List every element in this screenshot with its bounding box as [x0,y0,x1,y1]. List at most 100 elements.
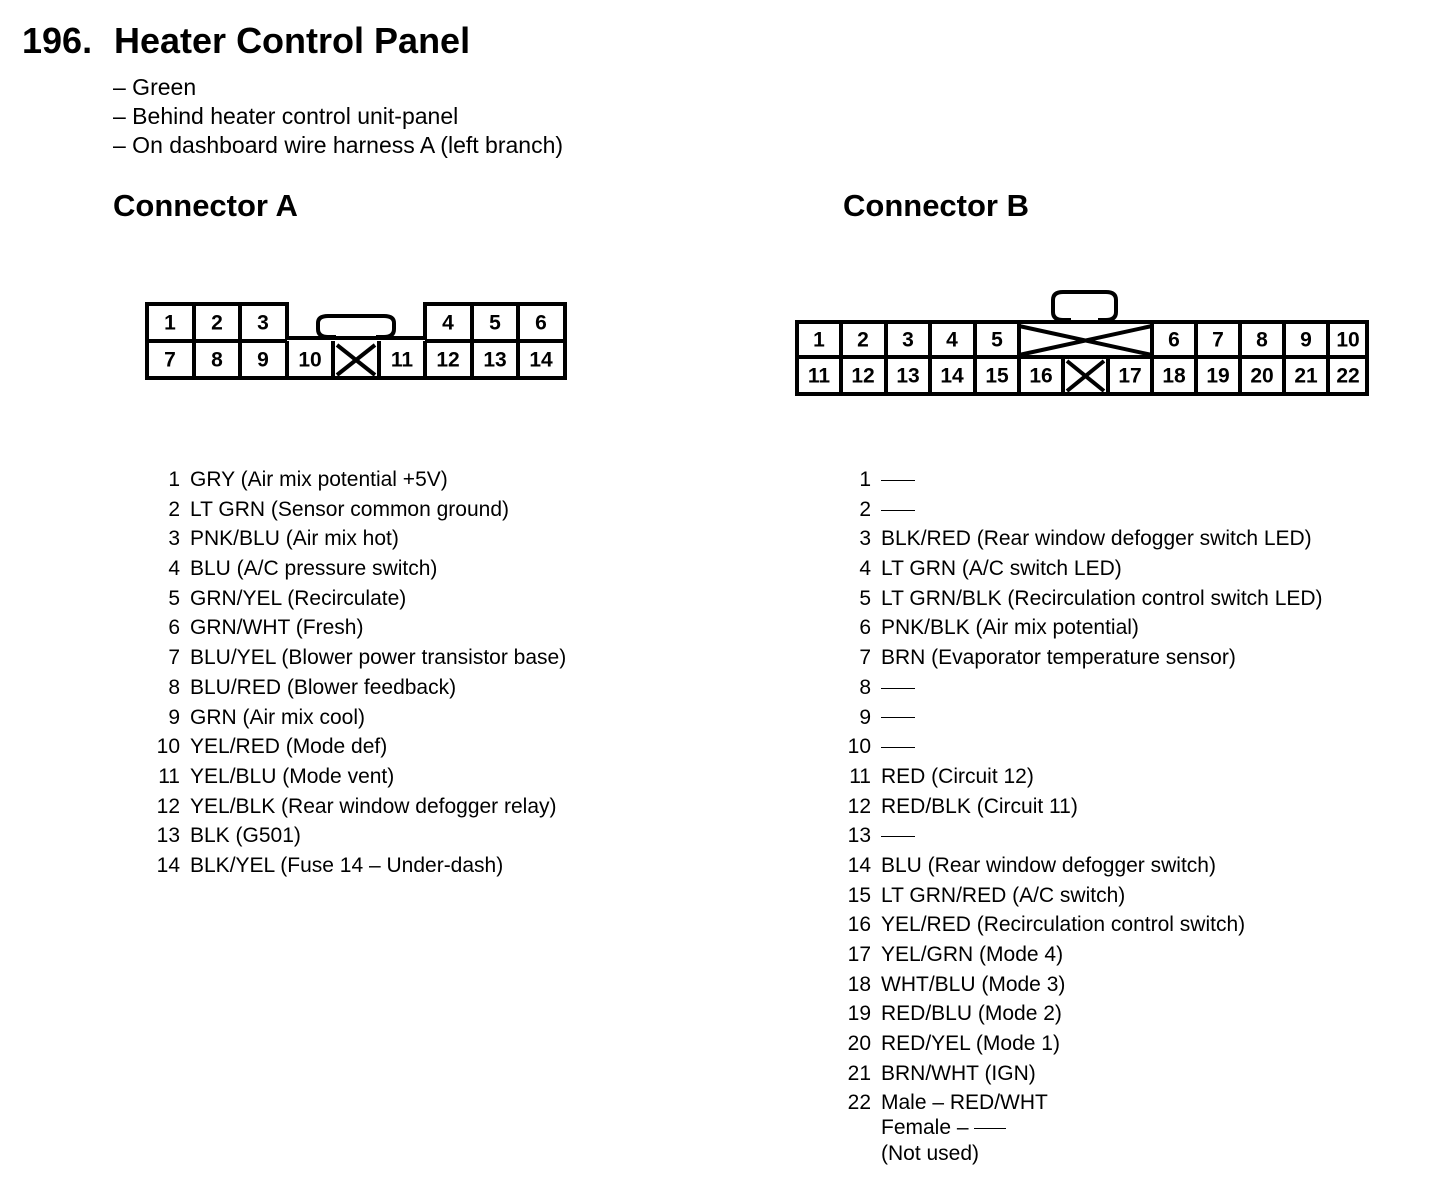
pin-wire-description: RED/YEL (Mode 1) [881,1032,1060,1056]
pin-number: 9 [168,705,180,729]
unused-dash [881,836,915,838]
pin-number: 19 [847,1002,871,1026]
pin-wire-description: YEL/GRN (Mode 4) [881,943,1064,966]
unused-dash [881,747,915,749]
connector-b-pin-row: 10 [847,732,1407,762]
connector-a-pin-row: 11 YEL/BLU (Mode vent) [156,762,676,792]
connector-b-face: 1 2 3 4 5 6 7 8 9 10 11 12 13 14 15 16 1… [795,290,1369,396]
pin-a10-label: 10 [298,349,321,372]
pin-b7-label: 7 [1212,329,1224,352]
pin-wire-description: BLU (Rear window defogger switch) [881,853,1216,877]
pin-wire-description: Male – RED/WHT [881,1091,1048,1115]
pin-number: 7 [168,646,180,670]
note-harness: – On dashboard wire harness A (left bran… [113,132,564,158]
pin-number: 10 [156,735,180,759]
pin-a1-label: 1 [164,312,176,335]
unused-dash [881,687,915,689]
pin-number: 6 [859,616,871,640]
pin-b18-label: 18 [1162,365,1186,388]
pin-b10-label: 10 [1336,329,1359,352]
connector-b-pin-row: 5 LT GRN/BLK (Recirculation control switc… [847,584,1407,614]
pin-number: 8 [168,675,180,699]
connector-b-latch [1051,290,1118,322]
page-title: Heater Control Panel [114,20,471,61]
pin-b22-female-note: Female – [881,1116,1007,1140]
pin-b9-label: 9 [1300,329,1312,352]
pin-wire-description: YEL/RED (Recirculation control switch) [881,913,1246,937]
pin-number: 20 [847,1032,871,1056]
pin-b8-label: 8 [1256,329,1268,352]
pin-wire-description: LT GRN/BLK (Recirculation control switch… [881,586,1323,610]
connector-a-latch [316,314,396,339]
pin-number: 14 [156,853,180,877]
unused-dash [881,509,915,511]
pin-number: 16 [847,913,871,937]
pin-number: 11 [158,764,180,788]
pin-b2-label: 2 [857,329,869,352]
pin-a8-label: 8 [211,349,223,372]
pin-b4-label: 4 [946,329,958,352]
connector-a-pin-row: 9 GRN (Air mix cool) [156,703,676,733]
pin-wire-description: GRN (Air mix cool) [190,705,366,729]
pin-number: 8 [859,675,871,699]
pin-number: 13 [156,824,180,848]
pin-a11-label: 11 [391,349,414,372]
pin-a13-label: 13 [483,349,506,372]
pin-wire-description: PNK/BLK (Air mix potential) [881,616,1139,640]
pin-b19-label: 19 [1206,365,1229,388]
connector-b-pin-row: 1 [847,465,1407,495]
pin-number: 18 [847,972,871,996]
unused-dash [974,1127,1007,1129]
connector-b-pin-row: 14 BLU (Rear window defogger switch) [847,851,1407,881]
pin-number: 5 [859,586,871,610]
pin-b12-label: 12 [851,365,874,388]
pin-a12-label: 12 [436,349,459,372]
unused-dash [881,479,915,481]
pin-wire-description: BLU/RED (Blower feedback) [190,675,457,699]
pin-wire-description: BRN (Evaporator temperature sensor) [881,646,1236,670]
pin-number: 7 [859,646,871,670]
pin-wire-description: BLU (A/C pressure switch) [190,557,438,581]
unused-dash [881,673,915,703]
pin-number: 6 [168,616,180,640]
pin-b1-label: 1 [813,329,825,352]
pin-wire-description: GRY (Air mix potential +5V) [190,468,448,491]
pin-number: 14 [847,853,871,877]
pin-number: 3 [168,527,180,551]
pin-wire-description: YEL/BLU (Mode vent) [190,764,395,788]
pin-number: 17 [847,943,871,966]
pin-b5-label: 5 [991,329,1003,352]
pin-b3-label: 3 [902,329,914,352]
pin-number: 10 [847,735,871,759]
pin-wire-description: BLK/RED (Rear window defogger switch LED… [881,527,1312,551]
connector-b-pin-row: 6 PNK/BLK (Air mix potential) [847,613,1407,643]
pin-number: 1 [168,468,180,491]
pin-b16-label: 16 [1029,365,1052,388]
pin-a2-label: 2 [211,312,223,335]
pin-number: 12 [156,794,180,818]
connector-a-pin-row: 3 PNK/BLU (Air mix hot) [156,524,676,554]
connector-a-heading: Connector A [113,188,298,223]
connector-a-face: 1 2 3 4 5 6 7 8 9 10 11 12 13 14 [145,302,567,380]
pin-number: 3 [859,527,871,551]
pin-wire-description: GRN/YEL (Recirculate) [190,586,407,610]
unused-dash [881,703,915,733]
connector-b-pin-row: 8 [847,673,1407,703]
pin-a6-label: 6 [535,312,547,335]
pin-wire-description: BLU/YEL (Blower power transistor base) [190,646,567,670]
unused-dash [881,732,915,762]
pin-wire-description: PNK/BLU (Air mix hot) [190,527,399,551]
pin-number: 11 [849,764,871,788]
pin-b22-female-label: Female – [881,1116,969,1139]
unused-dash [881,717,915,719]
pin-wire-description: RED/BLU (Mode 2) [881,1002,1062,1026]
